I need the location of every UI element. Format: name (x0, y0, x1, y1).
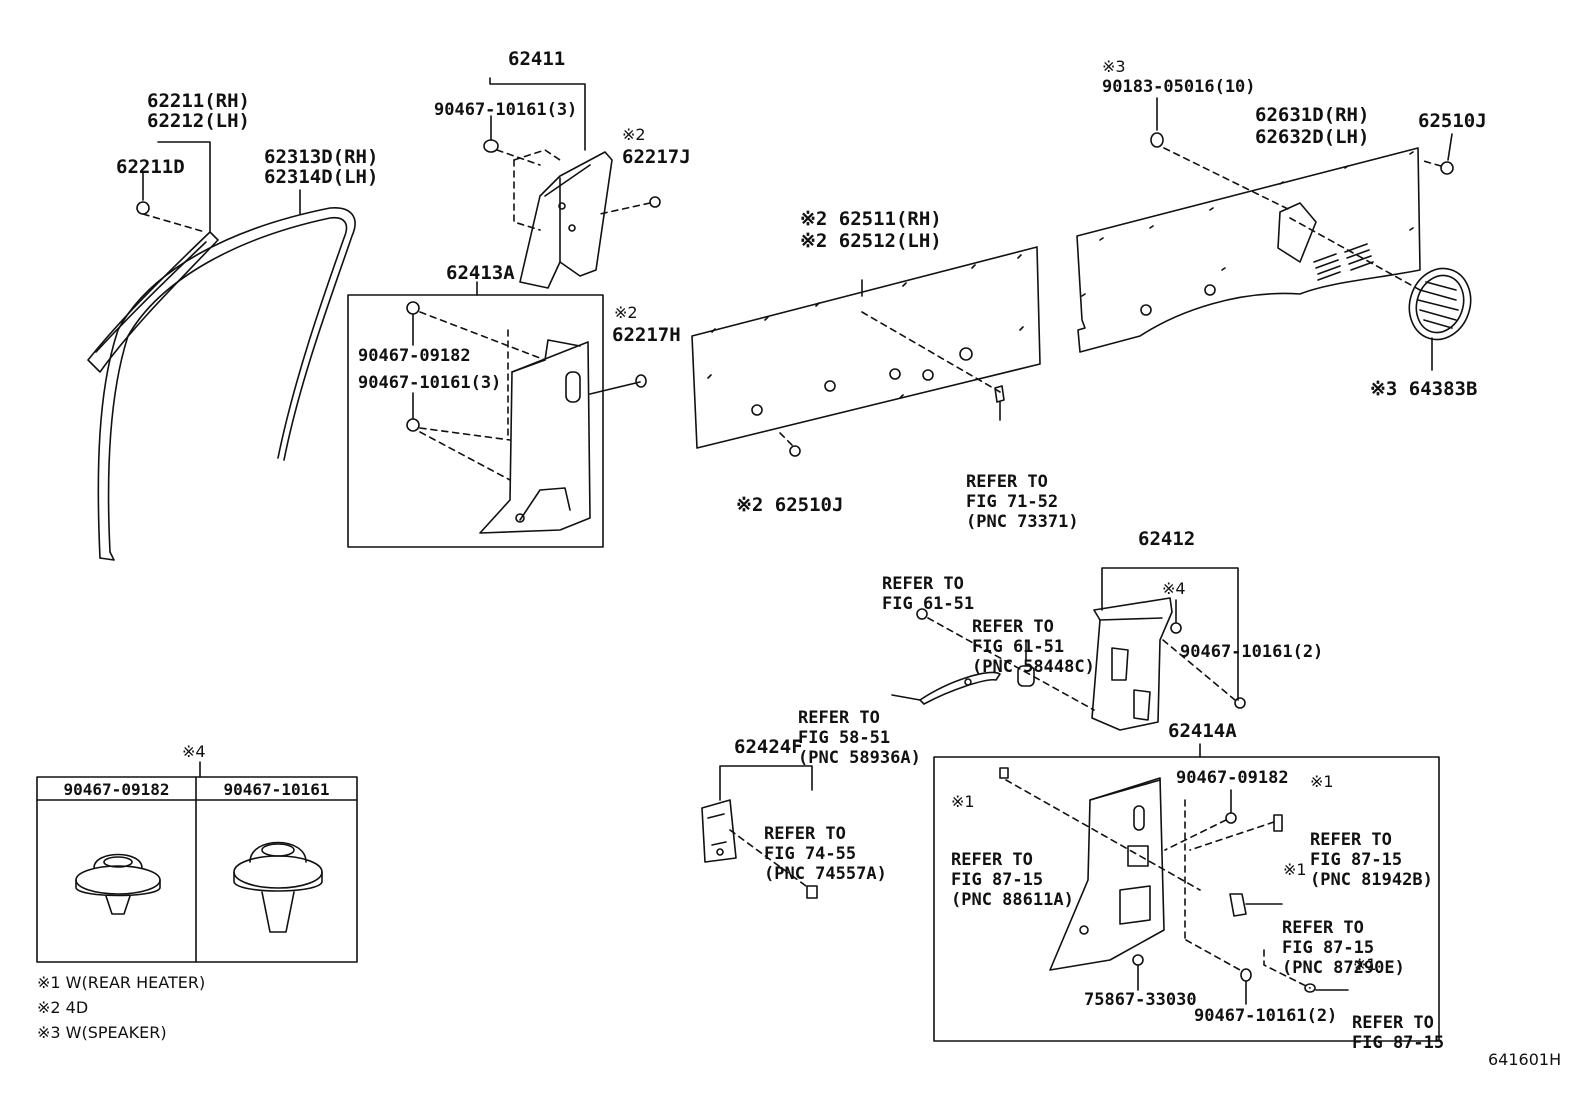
label-90467-10161-2-mid: 90467-10161(2) (1180, 642, 1324, 662)
label-62314d: 62314D(LH) (264, 166, 379, 188)
label-62413a: 62413A (446, 262, 515, 284)
label-90467-10161-3-top: 90467-10161(3) (434, 100, 578, 120)
label-62212: 62212(LH) (147, 110, 250, 132)
label-90467-09182-left: 90467-09182 (358, 346, 471, 366)
pillar-upper-62411 (483, 77, 661, 289)
label-62414a: 62414A (1168, 720, 1237, 742)
label-62510j-right: 62510J (1418, 110, 1487, 132)
clip-table-header-0: 90467-09182 (63, 780, 170, 799)
label-62510j-left: ※2 62510J (736, 494, 844, 516)
label-75867-33030: 75867-33030 (1084, 990, 1197, 1010)
pillar-lower-62412 (891, 567, 1246, 731)
clip-table-header-1: 90467-10161 (223, 780, 330, 799)
label-64383b: ※3 64383B (1370, 378, 1478, 400)
label-62211: 62211(RH) (147, 90, 250, 112)
label-62511: ※2 62511(RH) (800, 208, 942, 230)
label-62217h: 62217H (612, 324, 681, 346)
label-62411: 62411 (508, 48, 566, 70)
mark-2-a: ※2 (622, 125, 646, 144)
clip-table (36, 761, 358, 963)
mark-1-b: ※1 (951, 792, 975, 811)
mark-4: ※4 (1162, 579, 1186, 598)
label-62632d: 62632D(LH) (1255, 126, 1370, 148)
note-3: ※3 W(SPEAKER) (37, 1023, 167, 1042)
note-1: ※1 W(REAR HEATER) (37, 973, 206, 992)
label-62512: ※2 62512(LH) (800, 230, 942, 252)
mark-2-b: ※2 (614, 303, 638, 322)
label-62424f: 62424F (734, 736, 803, 758)
label-90467-09182-right: 90467-09182 (1176, 768, 1289, 788)
part-62424f (701, 765, 818, 899)
mark-1-c: ※1 (1283, 860, 1307, 879)
quarter-panel-62631d (1076, 97, 1472, 371)
label-62412: 62412 (1138, 528, 1196, 550)
label-62631d: 62631D(RH) (1255, 104, 1370, 126)
side-panel-62511 (691, 246, 1041, 457)
mark-1-d: ※1 (1353, 955, 1377, 974)
box-62413a (347, 281, 647, 548)
label-62211d: 62211D (116, 156, 185, 178)
mark-4-table: ※4 (182, 742, 206, 761)
figure-id: 641601H (1488, 1050, 1562, 1069)
label-62313d: 62313D(RH) (264, 146, 379, 168)
door-weatherstrip-62313d (97, 189, 356, 561)
pillar-garnish-62211 (87, 141, 219, 373)
label-90467-10161-2-bottom: 90467-10161(2) (1194, 1006, 1338, 1026)
label-62217j: 62217J (622, 146, 691, 168)
box-62414a (933, 743, 1440, 1042)
note-2: ※2 4D (37, 998, 89, 1017)
label-90183-05016: 90183-05016(10) (1102, 77, 1256, 97)
label-90467-10161-3-left: 90467-10161(3) (358, 373, 502, 393)
mark-1-a: ※1 (1310, 772, 1334, 791)
mark-3-top: ※3 (1102, 57, 1126, 76)
